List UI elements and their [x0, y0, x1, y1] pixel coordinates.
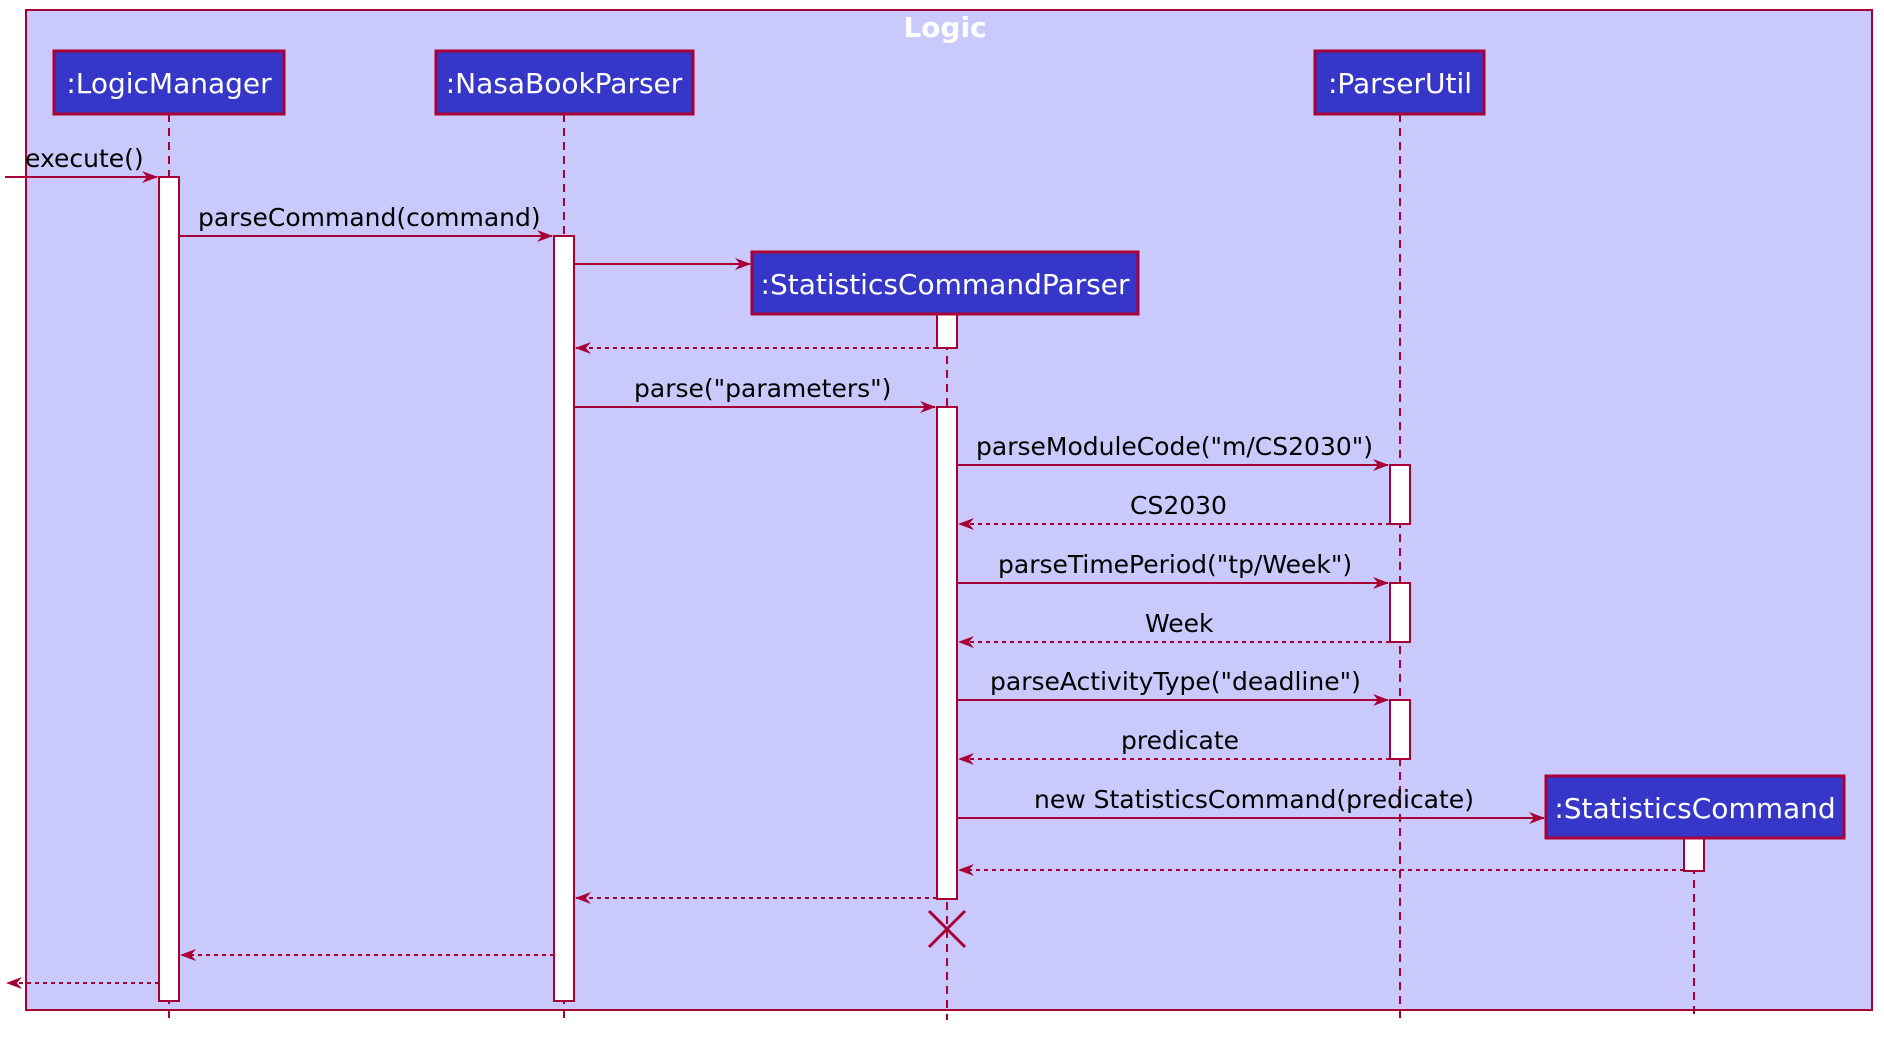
participant-parser-util: :ParserUtil [1313, 49, 1486, 116]
participant-nasabook-parser-label: :NasaBookParser [446, 67, 683, 100]
return-predicate-label: predicate [1121, 726, 1239, 755]
activation-parser-util-2 [1389, 582, 1411, 643]
message-new-statistics-command-label: new StatisticsCommand(predicate) [1034, 785, 1474, 814]
return-module-code-label: CS2030 [1130, 491, 1227, 520]
participant-statistics-command-parser: :StatisticsCommandParser [750, 250, 1140, 316]
activation-parser-util-1 [1389, 464, 1411, 525]
destroy-icon [927, 909, 967, 949]
participant-logic-manager: :LogicManager [52, 49, 286, 116]
participant-statistics-command-label: :StatisticsCommand [1554, 792, 1835, 825]
return-time-period-label: Week [1145, 609, 1214, 638]
activation-statistics-command-parser-create [936, 313, 958, 349]
activation-statistics-command [1683, 837, 1705, 872]
message-parse-time-period-label: parseTimePeriod("tp/Week") [998, 550, 1352, 579]
participant-statistics-command: :StatisticsCommand [1544, 774, 1846, 840]
activation-logic-manager [158, 176, 180, 1002]
participant-nasabook-parser: :NasaBookParser [434, 49, 695, 116]
message-parse-label: parse("parameters") [634, 374, 891, 403]
participant-logic-manager-label: :LogicManager [66, 67, 272, 100]
message-parse-module-code-label: parseModuleCode("m/CS2030") [976, 432, 1373, 461]
frame-title: Logic [903, 11, 986, 44]
participant-parser-util-label: :ParserUtil [1328, 67, 1472, 100]
activation-statistics-command-parser-parse [936, 406, 958, 900]
participant-statistics-command-parser-label: :StatisticsCommandParser [761, 268, 1130, 301]
message-execute-label: execute() [25, 144, 144, 173]
activation-parser-util-3 [1389, 699, 1411, 760]
message-parse-activity-type-label: parseActivityType("deadline") [990, 667, 1361, 696]
message-parse-command-label: parseCommand(command) [198, 203, 541, 232]
activation-nasabook-parser [553, 235, 575, 1002]
